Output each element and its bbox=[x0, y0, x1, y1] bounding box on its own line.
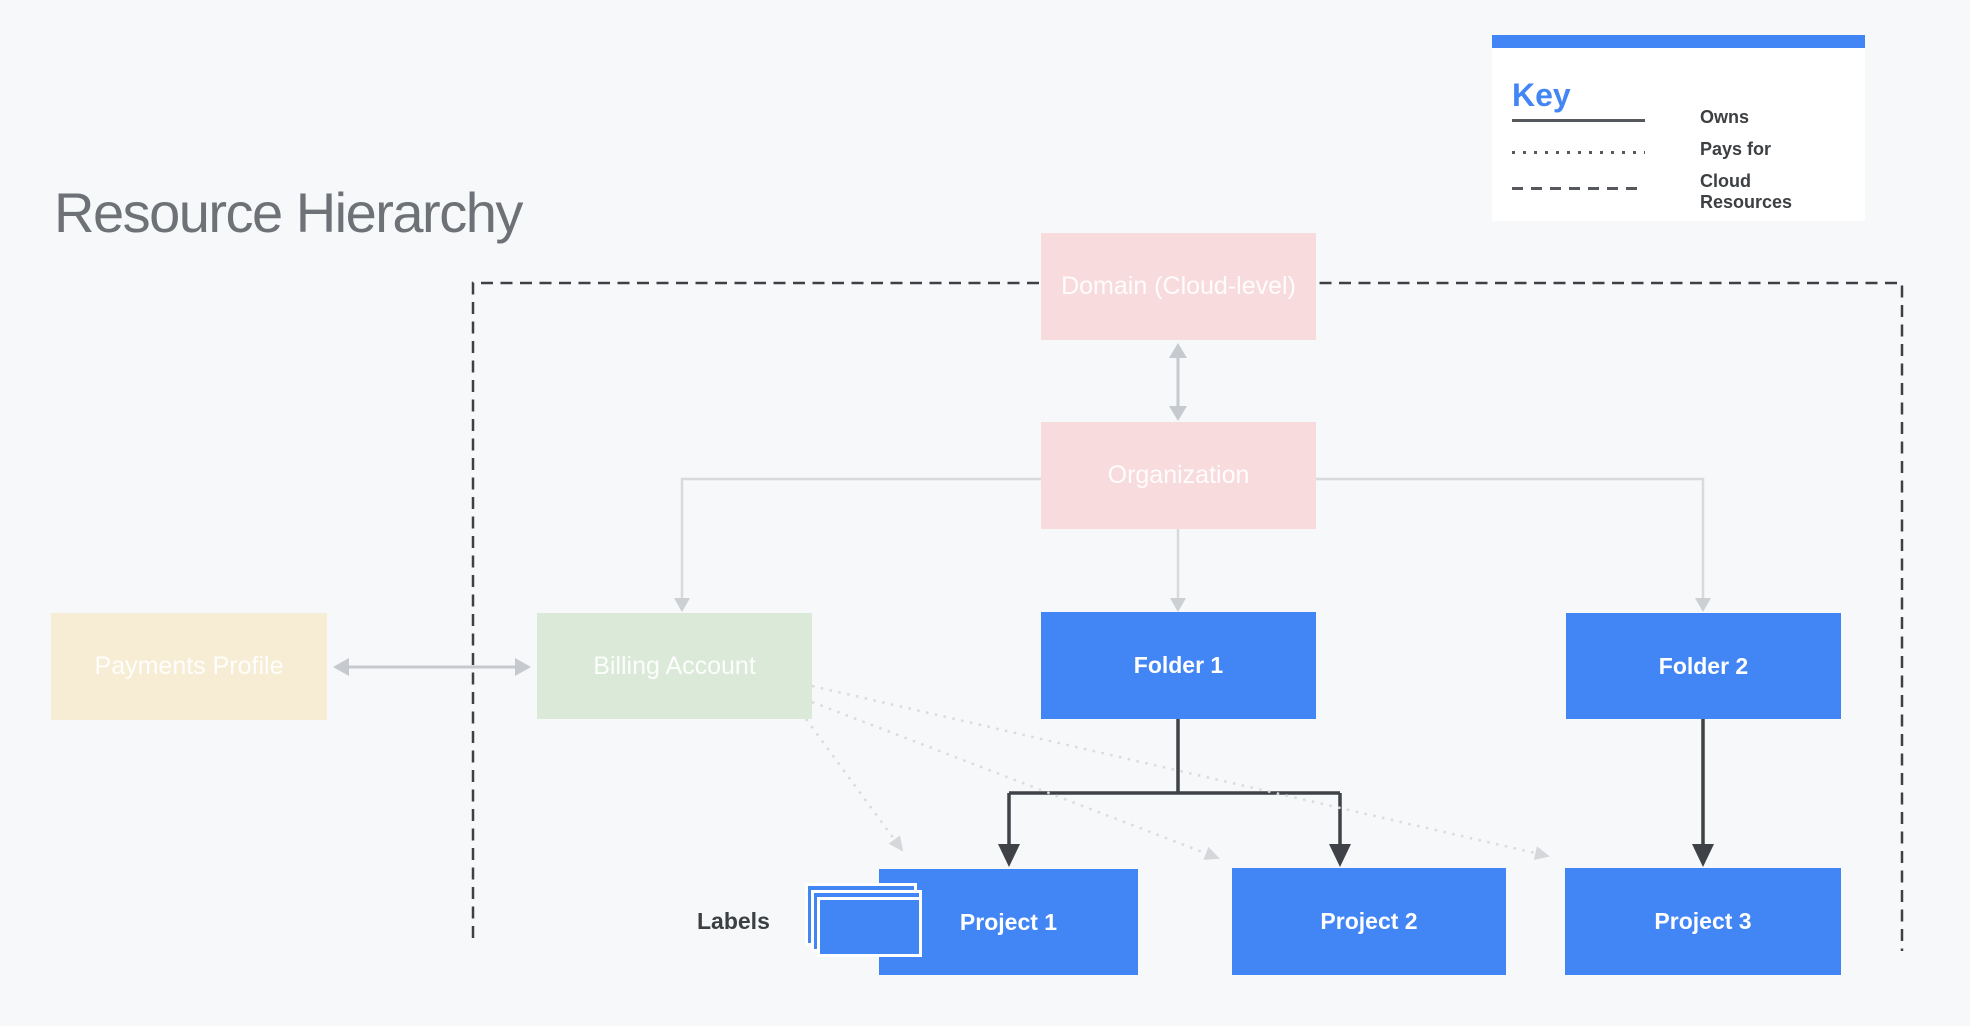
node-project-2-label: Project 2 bbox=[1320, 908, 1418, 934]
node-payments-profile: Payments Profile bbox=[51, 613, 327, 720]
node-folder-1: Folder 1 bbox=[1041, 612, 1316, 719]
edge-organization-billing bbox=[680, 477, 1041, 599]
labels-caption: Labels bbox=[697, 908, 770, 934]
node-project-1: Project 1 bbox=[879, 869, 1138, 975]
arrowhead-organization bbox=[1169, 406, 1187, 421]
node-folder-1-label: Folder 1 bbox=[1133, 652, 1224, 678]
pays-for-line-sample bbox=[1512, 151, 1645, 154]
labels-stack-icon bbox=[817, 897, 922, 957]
arrowhead-project3 bbox=[1692, 844, 1714, 867]
node-folder-2-label: Folder 2 bbox=[1658, 652, 1749, 679]
owns-line-sample bbox=[1512, 119, 1645, 122]
edge-organization-folder2 bbox=[1316, 477, 1705, 599]
key-panel: Key Owns Pays for Cloud Resources bbox=[1492, 35, 1865, 221]
key-label-owns: Owns bbox=[1700, 107, 1750, 127]
arrowhead-folder2 bbox=[1695, 598, 1711, 612]
edge-billing-project2-dotted bbox=[811, 700, 1220, 860]
arrowhead-payments bbox=[333, 658, 349, 676]
arrowhead-project2 bbox=[1329, 844, 1351, 867]
node-domain: Domain (Cloud-level) bbox=[1041, 233, 1316, 340]
node-project-2: Project 2 bbox=[1232, 868, 1506, 975]
arrowhead-folder1 bbox=[1170, 598, 1186, 612]
node-billing-account-label: Billing Account bbox=[593, 651, 756, 680]
node-folder-2: Folder 2 bbox=[1566, 613, 1841, 719]
node-payments-profile-label: Payments Profile bbox=[94, 652, 284, 680]
node-project-1-label: Project 1 bbox=[959, 908, 1058, 935]
node-project-3: Project 3 bbox=[1565, 868, 1841, 975]
node-project-3-label: Project 3 bbox=[1654, 908, 1752, 934]
edge-folder1-projects bbox=[1007, 719, 1342, 845]
node-domain-label: Domain (Cloud-level) bbox=[1061, 272, 1296, 300]
key-accent-bar bbox=[1492, 35, 1865, 48]
cloud-resources-line-sample bbox=[1512, 187, 1645, 190]
arrowhead-domain bbox=[1169, 343, 1187, 358]
page-title: Resource Hierarchy bbox=[54, 181, 523, 244]
edge-billing-project1-dotted bbox=[804, 718, 904, 852]
node-organization-label: Organization bbox=[1107, 461, 1250, 489]
arrowhead-project1 bbox=[998, 844, 1020, 867]
key-heading: Key bbox=[1512, 77, 1571, 113]
arrowhead-billing-left bbox=[515, 658, 531, 676]
key-label-pays-for: Pays for bbox=[1700, 139, 1772, 159]
key-label-cloud-resources: Cloud Resources bbox=[1700, 171, 1793, 212]
node-organization: Organization bbox=[1041, 422, 1316, 529]
node-billing-account: Billing Account bbox=[537, 613, 812, 719]
arrowhead-billing bbox=[674, 598, 690, 612]
